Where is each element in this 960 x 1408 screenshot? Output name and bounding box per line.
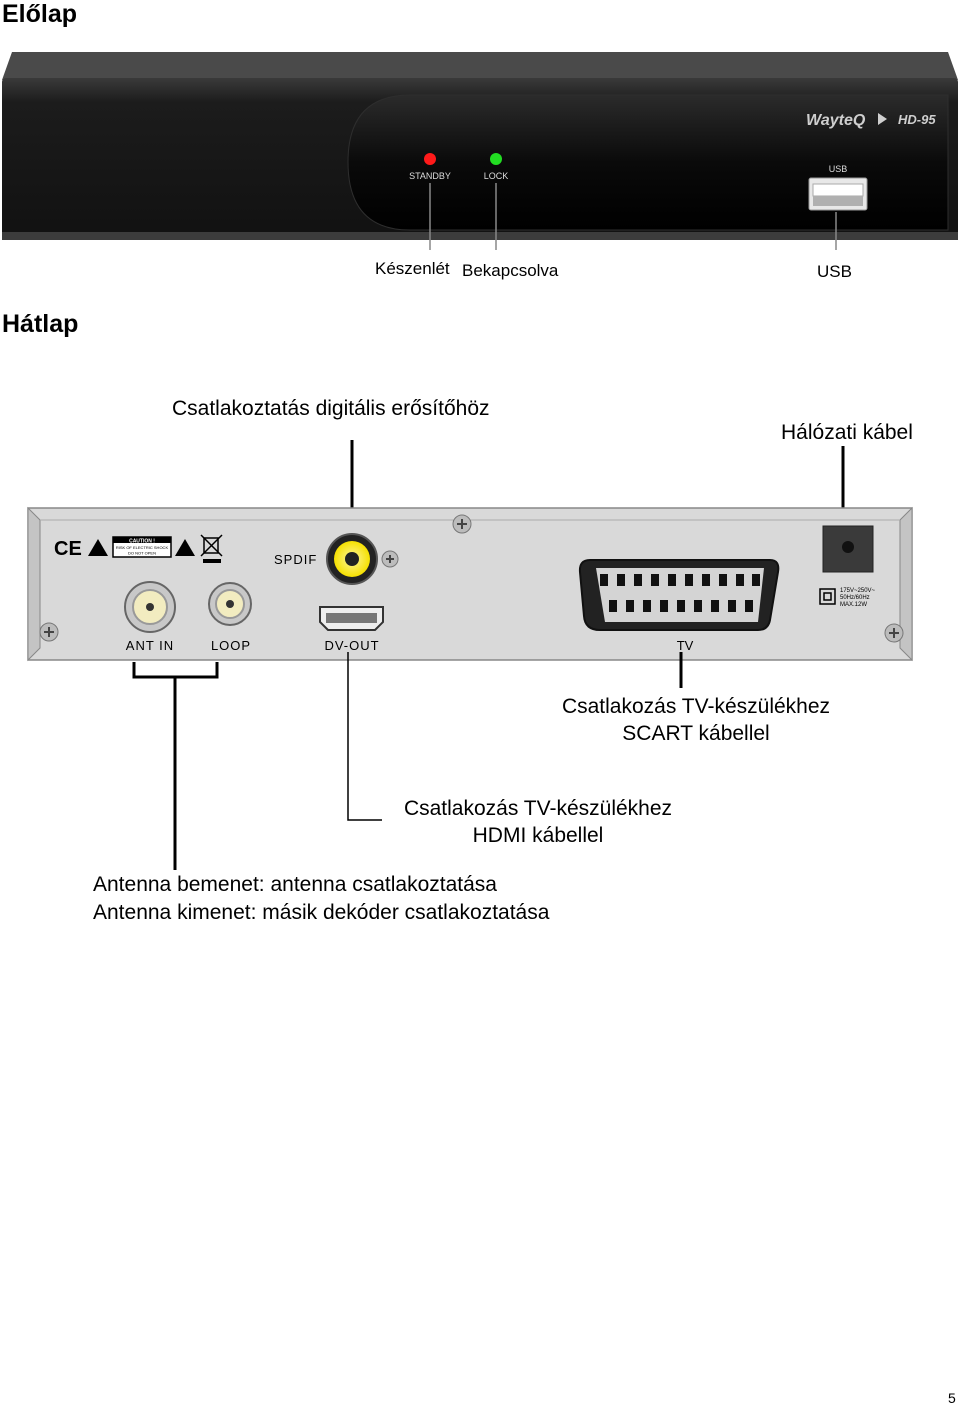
screw-icon (39, 622, 59, 642)
weee-bin-icon (200, 534, 223, 563)
warning-icon (175, 539, 195, 556)
caution-line1: RISK OF ELECTRIC SHOCK (116, 545, 169, 550)
callout-scart: Csatlakozás TV-készülékhez SCART kábelle… (520, 693, 872, 747)
screw-icon (381, 550, 399, 568)
back-heading: Hátlap (2, 310, 79, 338)
brand-logo: WayteQ (806, 112, 866, 129)
callout-antenna: Antenna bemenet: antenna csatlakoztatása… (93, 871, 549, 927)
loop-connector-icon (208, 582, 252, 626)
caution-title: CAUTION ! (129, 539, 155, 545)
callout-antenna-line1: Antenna bemenet: antenna csatlakoztatása (93, 873, 497, 896)
callout-standby: Készenlét (375, 259, 450, 278)
scart-connector-icon (578, 559, 780, 631)
usb-port-label: USB (829, 164, 848, 174)
device-rim (2, 232, 958, 240)
callout-hdmi-line2: HDMI kábellel (472, 824, 604, 847)
screw-icon (884, 623, 904, 643)
ce-mark: CE (54, 538, 82, 560)
power-inlet-icon (822, 525, 874, 573)
double-insulation-icon (819, 588, 836, 605)
callout-lock: Bekapcsolva (462, 261, 559, 280)
callout-antenna-line2: Antenna kimenet: másik dekóder csatlakoz… (93, 901, 550, 924)
lock-led-icon (490, 153, 502, 165)
power-spec-line3: MAX.12W (840, 602, 867, 608)
hdmi-port-icon (319, 606, 384, 631)
callout-power: Hálózati kábel (781, 421, 913, 444)
power-spec-line1: 175V~250V~ (840, 588, 876, 594)
loop-label: LOOP (211, 638, 251, 653)
model-label: HD-95 (898, 112, 936, 127)
ant-in-label: ANT IN (126, 638, 174, 653)
callout-usb: USB (817, 262, 852, 281)
callout-hdmi: Csatlakozás TV-készülékhez HDMI kábellel (362, 795, 714, 849)
warning-icon (88, 539, 108, 556)
standby-led-label: STANDBY (409, 171, 451, 181)
lock-led-label: LOCK (484, 171, 509, 181)
device-top (2, 52, 958, 80)
back-panel-illustration: CE CAUTION ! RISK OF ELECTRIC SHOCK DO N… (27, 440, 913, 870)
callout-spdif: Csatlakoztatás digitális erősítőhöz (172, 397, 490, 420)
spdif-label: SPDIF (274, 552, 317, 567)
front-heading: Előlap (2, 0, 78, 28)
page-number: 5 (948, 1390, 956, 1406)
dv-out-label: DV-OUT (324, 638, 379, 653)
standby-led-icon (424, 153, 436, 165)
callout-hdmi-line1: Csatlakozás TV-készülékhez (403, 797, 673, 820)
ant-in-connector-icon (124, 581, 176, 633)
spdif-rca-connector-icon (326, 533, 378, 585)
brand-arrow-icon (878, 113, 887, 125)
callout-scart-line2: SCART kábellel (622, 722, 770, 745)
power-spec-line2: 50Hz/60Hz (840, 595, 870, 601)
screw-icon (452, 514, 472, 534)
callout-scart-line1: Csatlakozás TV-készülékhez (561, 695, 831, 718)
gloss-window (347, 94, 949, 231)
tv-label: TV (677, 638, 694, 653)
front-panel-illustration: STANDBY LOCK WayteQ HD-95 USB (2, 52, 958, 250)
caution-line2: DO NOT OPEN (128, 551, 156, 556)
